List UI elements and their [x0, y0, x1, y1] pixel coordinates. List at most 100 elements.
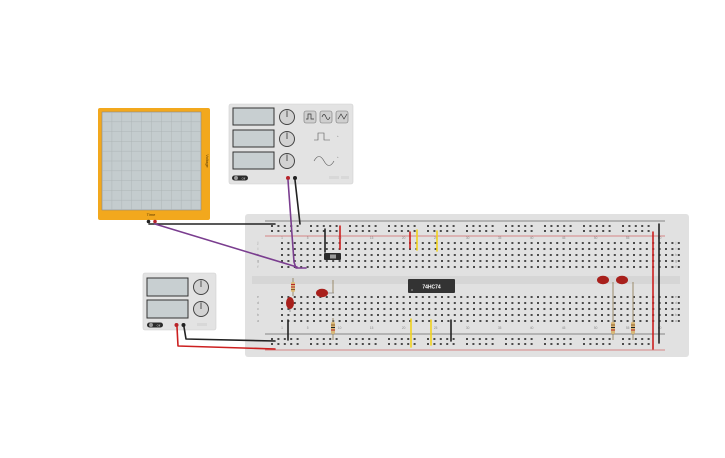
- power-rail-hole[interactable]: [569, 230, 572, 232]
- breadboard-hole[interactable]: [396, 314, 399, 316]
- breadboard-hole[interactable]: [453, 302, 456, 304]
- breadboard-hole[interactable]: [345, 260, 347, 262]
- power-rail-hole[interactable]: [316, 343, 319, 345]
- breadboard-hole[interactable]: [319, 242, 322, 244]
- power-rail-hole[interactable]: [622, 343, 624, 345]
- breadboard-hole[interactable]: [671, 248, 674, 250]
- power-rail-hole[interactable]: [628, 343, 631, 345]
- breadboard-hole[interactable]: [402, 308, 405, 310]
- resistor-3[interactable]: [611, 282, 615, 340]
- breadboard-hole[interactable]: [665, 242, 667, 244]
- breadboard-hole[interactable]: [345, 314, 347, 316]
- power-rail-hole[interactable]: [374, 225, 377, 227]
- breadboard-hole[interactable]: [626, 320, 629, 322]
- breadboard-hole[interactable]: [479, 266, 482, 268]
- breadboard-hole[interactable]: [511, 260, 514, 262]
- oscilloscope-probe-terminal-black[interactable]: [146, 219, 151, 224]
- breadboard-hole[interactable]: [364, 302, 367, 304]
- power-rail-hole[interactable]: [296, 338, 299, 340]
- breadboard-hole[interactable]: [473, 302, 475, 304]
- breadboard-hole[interactable]: [313, 308, 315, 310]
- breadboard-hole[interactable]: [281, 296, 283, 298]
- breadboard-hole[interactable]: [549, 314, 552, 316]
- breadboard-hole[interactable]: [588, 266, 591, 268]
- breadboard-hole[interactable]: [569, 260, 571, 262]
- breadboard-hole[interactable]: [351, 314, 354, 316]
- power-rail-hole[interactable]: [589, 225, 592, 227]
- breadboard-hole[interactable]: [517, 260, 520, 262]
- breadboard-hole[interactable]: [306, 248, 309, 250]
- breadboard-hole[interactable]: [498, 296, 501, 298]
- breadboard-hole[interactable]: [671, 308, 674, 310]
- breadboard-hole[interactable]: [460, 248, 463, 250]
- power-rail-hole[interactable]: [394, 338, 397, 340]
- breadboard-hole[interactable]: [313, 242, 315, 244]
- breadboard-hole[interactable]: [479, 296, 482, 298]
- breadboard-hole[interactable]: [498, 242, 501, 244]
- breadboard-hole[interactable]: [396, 320, 399, 322]
- breadboard-hole[interactable]: [370, 302, 373, 304]
- breadboard-hole[interactable]: [332, 314, 335, 316]
- breadboard-hole[interactable]: [313, 254, 315, 256]
- breadboard-hole[interactable]: [485, 254, 488, 256]
- breadboard-hole[interactable]: [357, 242, 360, 244]
- power-rail-hole[interactable]: [439, 338, 442, 340]
- breadboard-hole[interactable]: [479, 260, 482, 262]
- breadboard-hole[interactable]: [620, 296, 623, 298]
- breadboard-hole[interactable]: [556, 320, 559, 322]
- breadboard-hole[interactable]: [441, 320, 443, 322]
- breadboard-hole[interactable]: [421, 320, 424, 322]
- power-rail-hole[interactable]: [563, 230, 566, 232]
- breadboard-hole[interactable]: [319, 260, 322, 262]
- breadboard-hole[interactable]: [485, 260, 488, 262]
- breadboard-hole[interactable]: [671, 266, 674, 268]
- breadboard-hole[interactable]: [639, 320, 642, 322]
- power-rail-hole[interactable]: [277, 225, 280, 227]
- breadboard-hole[interactable]: [594, 254, 597, 256]
- breadboard-hole[interactable]: [671, 260, 674, 262]
- power-rail-hole[interactable]: [491, 338, 494, 340]
- breadboard-hole[interactable]: [665, 260, 667, 262]
- breadboard-hole[interactable]: [389, 266, 392, 268]
- breadboard-hole[interactable]: [287, 266, 290, 268]
- breadboard-hole[interactable]: [325, 296, 328, 298]
- breadboard-hole[interactable]: [466, 302, 469, 304]
- breadboard-hole[interactable]: [665, 266, 667, 268]
- breadboard-hole[interactable]: [543, 248, 546, 250]
- breadboard-hole[interactable]: [453, 242, 456, 244]
- breadboard-hole[interactable]: [645, 308, 648, 310]
- amplitude-knob[interactable]: [279, 131, 295, 147]
- breadboard-hole[interactable]: [543, 308, 546, 310]
- breadboard-hole[interactable]: [466, 308, 469, 310]
- breadboard-hole[interactable]: [434, 320, 437, 322]
- breadboard-hole[interactable]: [575, 248, 578, 250]
- power-rail-hole[interactable]: [400, 225, 403, 227]
- breadboard-hole[interactable]: [415, 296, 418, 298]
- power-rail-hole[interactable]: [277, 230, 280, 232]
- breadboard-hole[interactable]: [460, 314, 463, 316]
- power-rail-hole[interactable]: [466, 343, 468, 345]
- breadboard-hole[interactable]: [473, 296, 475, 298]
- breadboard-hole[interactable]: [377, 308, 379, 310]
- breadboard-hole[interactable]: [351, 296, 354, 298]
- breadboard-hole[interactable]: [364, 320, 367, 322]
- power-rail-hole[interactable]: [602, 338, 605, 340]
- breadboard-hole[interactable]: [633, 308, 635, 310]
- breadboard-hole[interactable]: [306, 296, 309, 298]
- breadboard-hole[interactable]: [402, 296, 405, 298]
- power-rail-hole[interactable]: [427, 343, 429, 345]
- breadboard-hole[interactable]: [409, 266, 411, 268]
- power-rail-hole[interactable]: [595, 225, 598, 227]
- power-rail-hole[interactable]: [602, 343, 605, 345]
- power-rail-hole[interactable]: [563, 225, 566, 227]
- breadboard-hole[interactable]: [300, 254, 303, 256]
- power-rail-hole[interactable]: [446, 230, 449, 232]
- breadboard-hole[interactable]: [447, 308, 450, 310]
- breadboard-hole[interactable]: [665, 320, 667, 322]
- breadboard-hole[interactable]: [447, 320, 450, 322]
- breadboard-hole[interactable]: [524, 254, 527, 256]
- breadboard-hole[interactable]: [594, 260, 597, 262]
- breadboard-hole[interactable]: [517, 314, 520, 316]
- breadboard-hole[interactable]: [421, 254, 424, 256]
- breadboard-hole[interactable]: [549, 248, 552, 250]
